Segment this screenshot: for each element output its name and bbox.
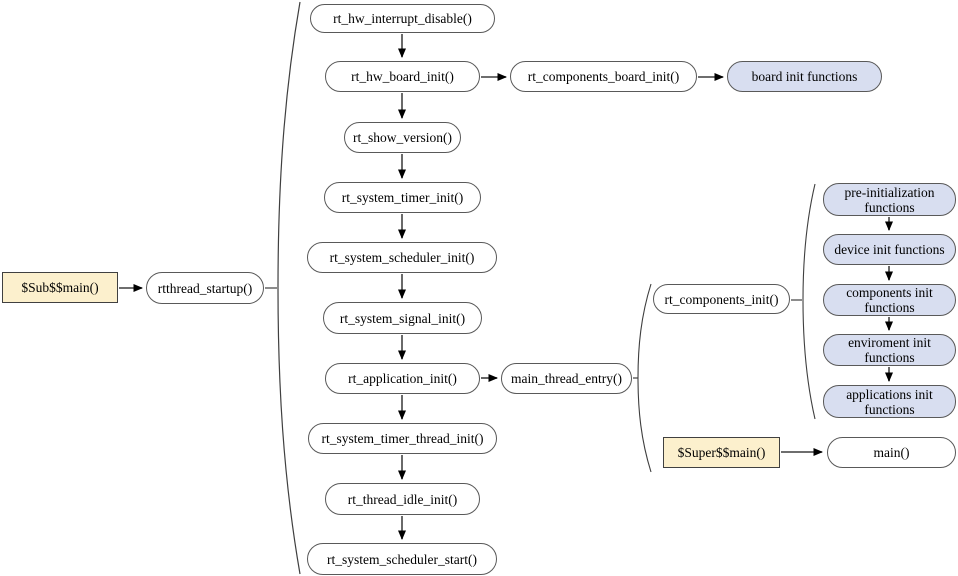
node-rt-system-signal-init: rt_system_signal_init(): [323, 302, 482, 334]
node-super-main: $Super$$main(): [663, 437, 780, 468]
node-rt-application-init: rt_application_init(): [325, 363, 480, 394]
node-rtthread-startup: rtthread_startup(): [146, 272, 264, 304]
main-branch-brace: [637, 283, 652, 473]
node-main: main(): [827, 437, 956, 468]
node-sub-main: $Sub$$main(): [2, 272, 118, 303]
node-rt-system-timer-init: rt_system_timer_init(): [324, 182, 481, 213]
node-applications-init-functions: applications init functions: [823, 385, 956, 418]
node-components-init-functions: components init functions: [823, 284, 956, 316]
node-device-init-functions: device init functions: [823, 234, 956, 265]
node-rt-show-version: rt_show_version(): [344, 122, 461, 153]
node-rt-system-timer-thread-init: rt_system_timer_thread_init(): [308, 423, 497, 454]
node-rt-hw-interrupt-disable: rt_hw_interrupt_disable(): [310, 4, 495, 33]
node-enviroment-init-functions: enviroment init functions: [823, 334, 956, 366]
node-rt-system-scheduler-start: rt_system_scheduler_start(): [307, 543, 497, 575]
node-rt-thread-idle-init: rt_thread_idle_init(): [325, 483, 480, 515]
node-rt-system-scheduler-init: rt_system_scheduler_init(): [307, 242, 497, 273]
node-board-init-functions: board init functions: [727, 61, 882, 92]
node-pre-initialization-functions: pre-initialization functions: [823, 183, 956, 216]
components-brace: [802, 183, 816, 420]
node-rt-components-init: rt_components_init(): [653, 284, 790, 314]
node-rt-components-board-init: rt_components_board_init(): [510, 61, 697, 92]
node-main-thread-entry: main_thread_entry(): [501, 363, 632, 394]
node-rt-hw-board-init: rt_hw_board_init(): [325, 61, 480, 92]
startup-sequence-brace: [277, 1, 301, 575]
